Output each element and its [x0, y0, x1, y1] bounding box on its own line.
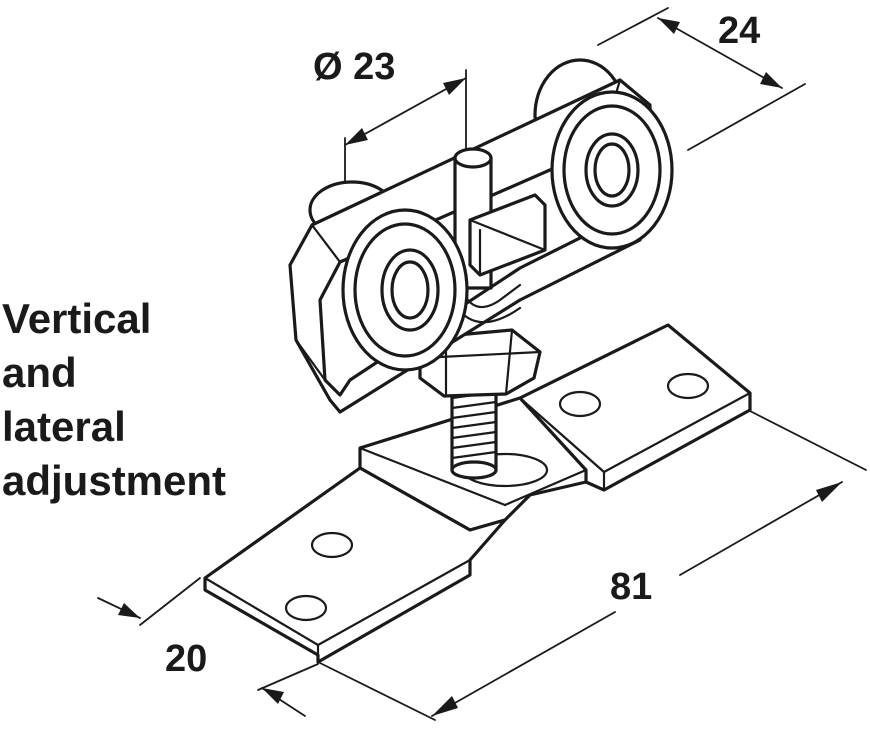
front-right-wheel	[550, 90, 674, 250]
adjustment-callout: Vertical and lateral adjustment	[2, 292, 226, 508]
callout-line: Vertical	[2, 295, 152, 342]
diameter-label: Ø 23	[313, 46, 396, 88]
screw-hole	[284, 594, 328, 622]
adjustment-bolt	[450, 386, 498, 480]
front-left-wheel	[341, 208, 469, 372]
depth-label: 24	[718, 10, 761, 52]
callout-line: lateral	[2, 403, 126, 450]
screw-hole	[310, 531, 354, 559]
width-label: 20	[165, 638, 208, 680]
callout-line: adjustment	[2, 457, 227, 504]
screw-hole	[666, 372, 710, 400]
screw-hole	[558, 390, 602, 418]
axle-pin	[450, 147, 547, 324]
length-label: 81	[610, 566, 653, 608]
dimension-length	[317, 409, 867, 721]
dimension-width	[97, 577, 319, 717]
dimension-depth	[597, 7, 806, 151]
front-mounting-plate	[203, 453, 507, 664]
callout-line: and	[2, 349, 77, 396]
rear-mounting-flange	[518, 323, 752, 492]
